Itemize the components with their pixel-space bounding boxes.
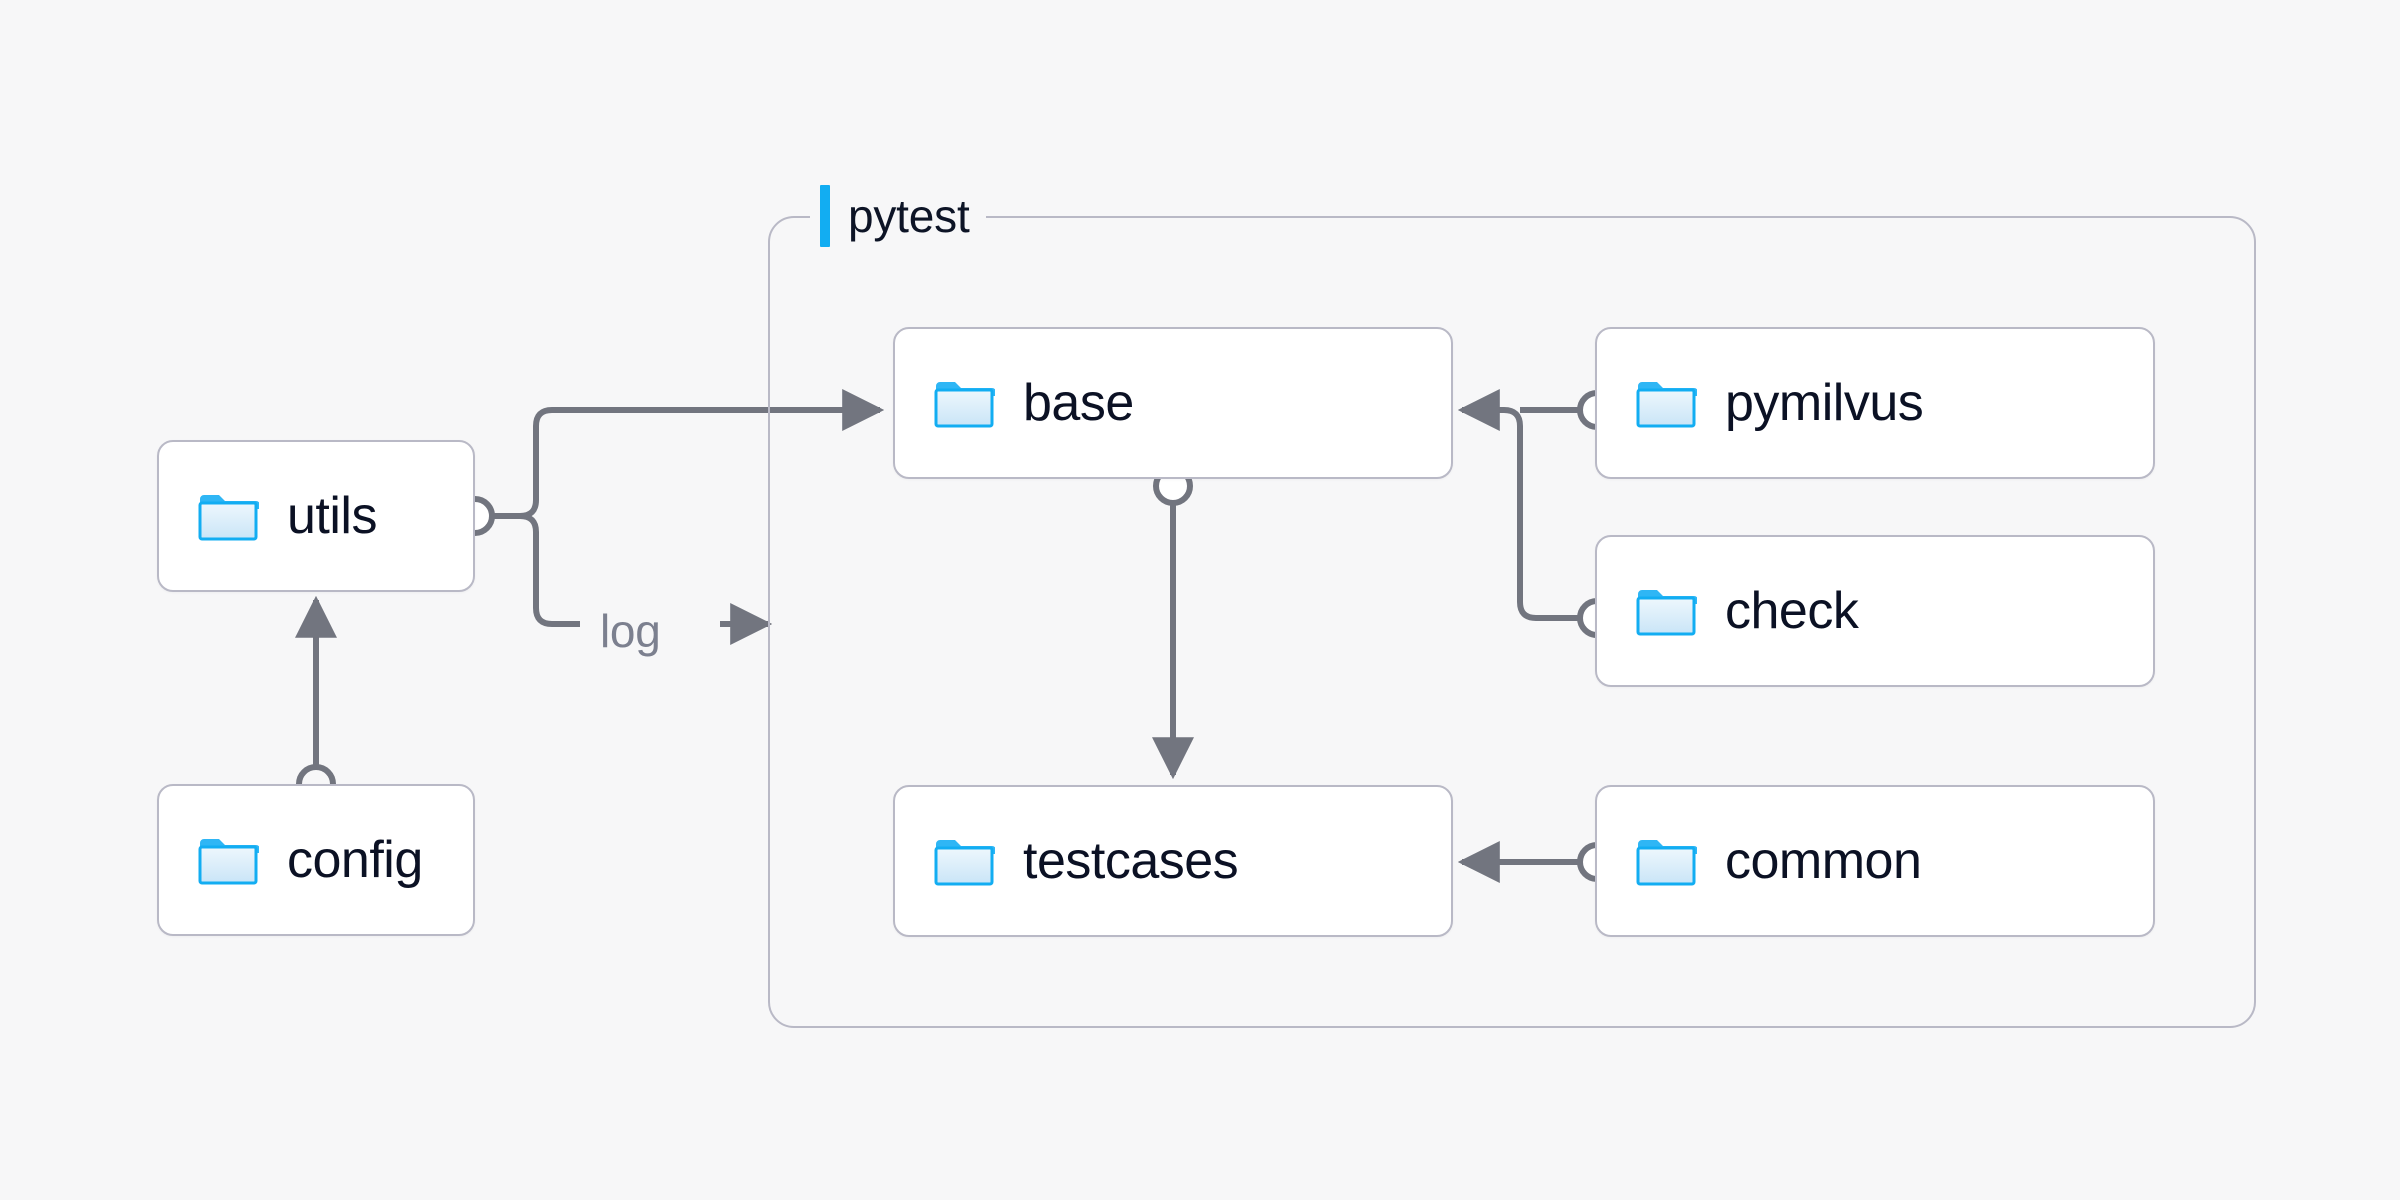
edge-label-log: log: [600, 605, 661, 657]
edge-config-to-utils: [295, 595, 337, 804]
node-testcases[interactable]: testcases: [893, 785, 1453, 937]
folder-icon: [197, 834, 259, 886]
folder-icon: [197, 490, 259, 542]
node-check[interactable]: check: [1595, 535, 2155, 687]
node-label: check: [1725, 582, 1859, 640]
node-config[interactable]: config: [157, 784, 475, 936]
folder-icon: [1635, 585, 1697, 637]
node-common[interactable]: common: [1595, 785, 2155, 937]
folder-icon: [1635, 835, 1697, 887]
group-accent-bar: [820, 185, 830, 247]
node-label: utils: [287, 487, 377, 545]
pytest-group-container: [768, 216, 2256, 1028]
folder-icon: [1635, 377, 1697, 429]
node-label: pymilvus: [1725, 374, 1924, 432]
node-label: common: [1725, 832, 1922, 890]
pytest-group-label: pytest: [810, 185, 986, 247]
group-label-text: pytest: [848, 190, 970, 242]
node-label: testcases: [1023, 832, 1239, 890]
node-label: config: [287, 831, 423, 889]
folder-icon: [933, 835, 995, 887]
folder-icon: [933, 377, 995, 429]
node-label: base: [1023, 374, 1134, 432]
node-base[interactable]: base: [893, 327, 1453, 479]
node-pymilvus[interactable]: pymilvus: [1595, 327, 2155, 479]
node-utils[interactable]: utils: [157, 440, 475, 592]
